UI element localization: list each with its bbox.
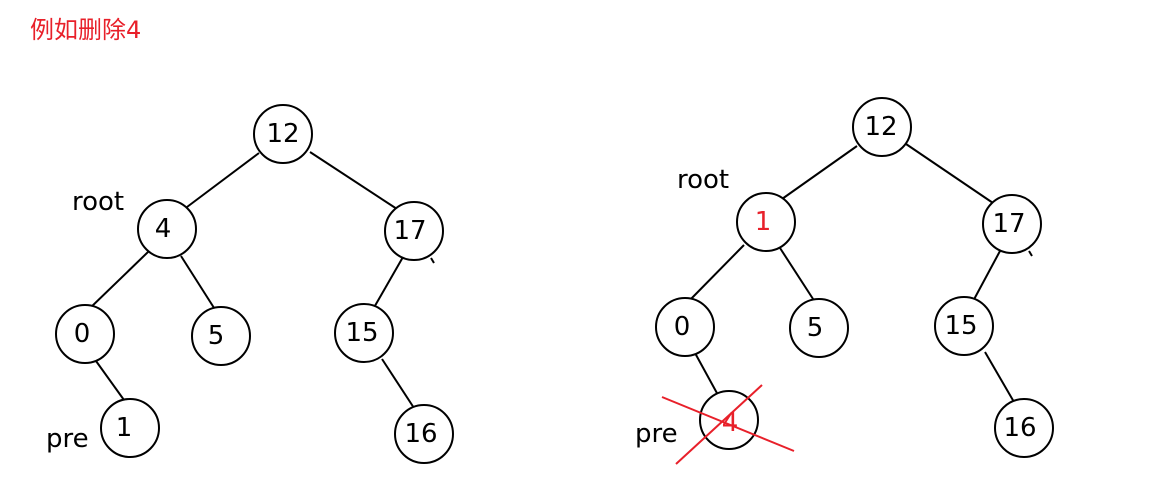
left-node-15: 15 (334, 303, 394, 363)
svg-text:5: 5 (208, 321, 225, 351)
right-node-15: 15 (934, 296, 994, 356)
left-edge-12-17 (309, 151, 398, 210)
svg-text:17: 17 (992, 209, 1025, 239)
left-root-label: root (72, 187, 124, 217)
right-edge-12-1 (781, 145, 858, 200)
svg-text:4: 4 (722, 408, 739, 438)
right-pre-label: pre (635, 419, 678, 449)
left-edge-12-4 (186, 152, 260, 208)
delete-cross-mark (661, 384, 795, 465)
left-node-5: 5 (191, 306, 251, 366)
svg-text:0: 0 (674, 312, 691, 342)
right-edge-1-0 (686, 244, 745, 304)
svg-text:15: 15 (345, 318, 378, 348)
right-node-4-deleted: 4 (699, 390, 759, 450)
cross-line-2 (675, 384, 763, 465)
right-edge-12-17 (905, 143, 994, 204)
svg-text:1: 1 (755, 207, 772, 237)
left-stroke-mark (430, 257, 435, 264)
svg-text:16: 16 (404, 419, 437, 449)
left-node-16: 16 (394, 404, 454, 464)
svg-text:15: 15 (944, 311, 977, 341)
svg-text:0: 0 (74, 319, 91, 349)
right-edge-15-16 (984, 351, 1015, 403)
left-edge-0-1 (95, 360, 125, 401)
left-edge-15-16 (381, 358, 415, 409)
left-node-12: 12 (253, 104, 313, 164)
left-edge-4-5 (180, 255, 217, 312)
right-node-1: 1 (736, 192, 796, 252)
svg-text:16: 16 (1003, 413, 1036, 443)
right-edge-1-5 (779, 247, 816, 303)
right-node-5: 5 (789, 298, 849, 358)
svg-text:4: 4 (155, 214, 172, 244)
right-node-12: 12 (852, 97, 912, 157)
right-tree: root pre 12 1 17 0 5 15 4 (635, 97, 1054, 465)
right-root-label: root (677, 165, 729, 195)
right-node-16: 16 (994, 398, 1054, 458)
right-edge-17-15 (970, 250, 1001, 306)
right-node-0: 0 (655, 297, 715, 357)
cross-line-1 (661, 396, 795, 452)
left-node-17: 17 (384, 201, 444, 261)
right-stroke-mark (1028, 250, 1033, 257)
svg-text:5: 5 (807, 313, 824, 343)
right-node-17: 17 (982, 194, 1042, 254)
svg-text:12: 12 (266, 119, 299, 149)
left-node-0: 0 (55, 304, 115, 364)
left-tree: root pre 12 4 17 0 5 15 1 (46, 104, 454, 464)
left-node-1: 1 (100, 398, 160, 458)
left-node-4: 4 (137, 199, 197, 259)
right-edge-0-4 (694, 352, 719, 396)
left-edge-4-0 (87, 251, 149, 311)
svg-text:12: 12 (864, 112, 897, 142)
svg-text:1: 1 (116, 413, 133, 443)
left-pre-label: pre (46, 424, 89, 454)
svg-text:17: 17 (393, 216, 426, 246)
left-edge-17-15 (371, 256, 404, 312)
page-title: 例如删除4 (30, 16, 142, 44)
